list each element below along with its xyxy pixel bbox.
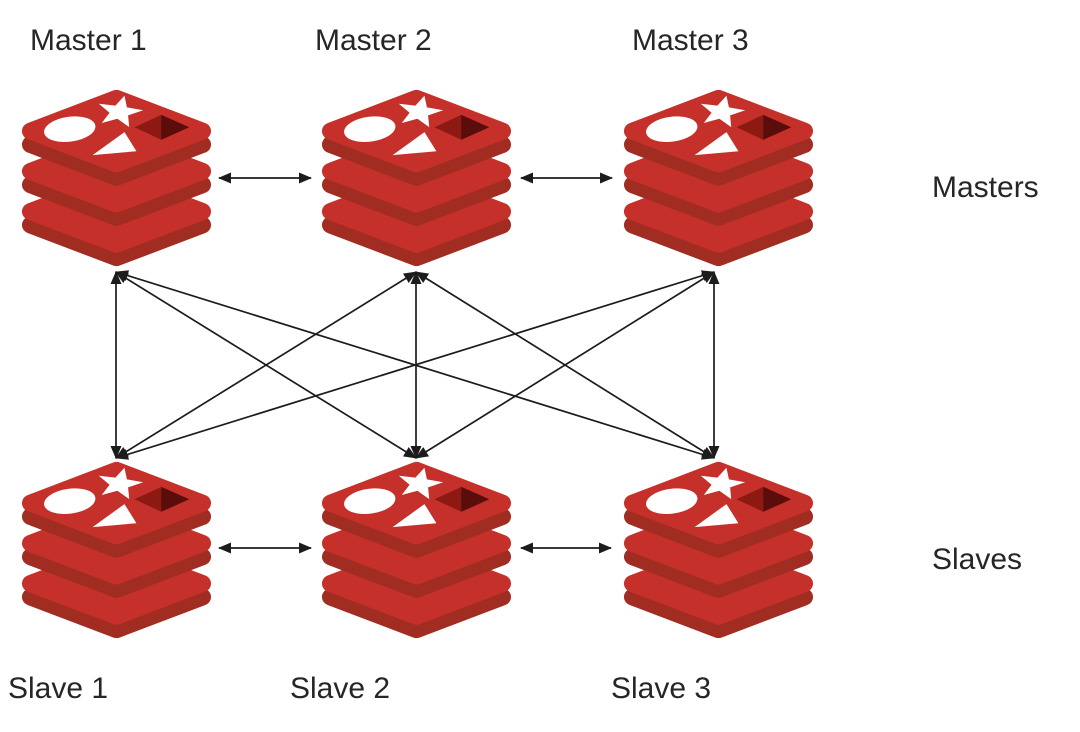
redis-stack-icon-slave-3 bbox=[615, 461, 822, 641]
redis-stack-icon-master-1 bbox=[13, 89, 220, 269]
node-label-slave-3: Slave 3 bbox=[611, 672, 712, 705]
group-label-slaves: Slaves bbox=[932, 543, 1023, 576]
redis-stack-icon-slave-1 bbox=[13, 461, 220, 641]
redis-stack-icon-master-3 bbox=[615, 89, 822, 269]
redis-stack-icon-slave-2 bbox=[313, 461, 520, 641]
node-label-master-2: Master 2 bbox=[315, 24, 432, 57]
node-label-master-1: Master 1 bbox=[30, 24, 147, 57]
group-label-masters: Masters bbox=[932, 171, 1039, 204]
node-label-master-3: Master 3 bbox=[632, 24, 749, 57]
arrow-master3-slave2 bbox=[415, 271, 715, 459]
node-label-slave-2: Slave 2 bbox=[290, 672, 391, 705]
redis-stack-icon-master-2 bbox=[313, 89, 520, 269]
node-label-slave-1: Slave 1 bbox=[8, 672, 109, 705]
